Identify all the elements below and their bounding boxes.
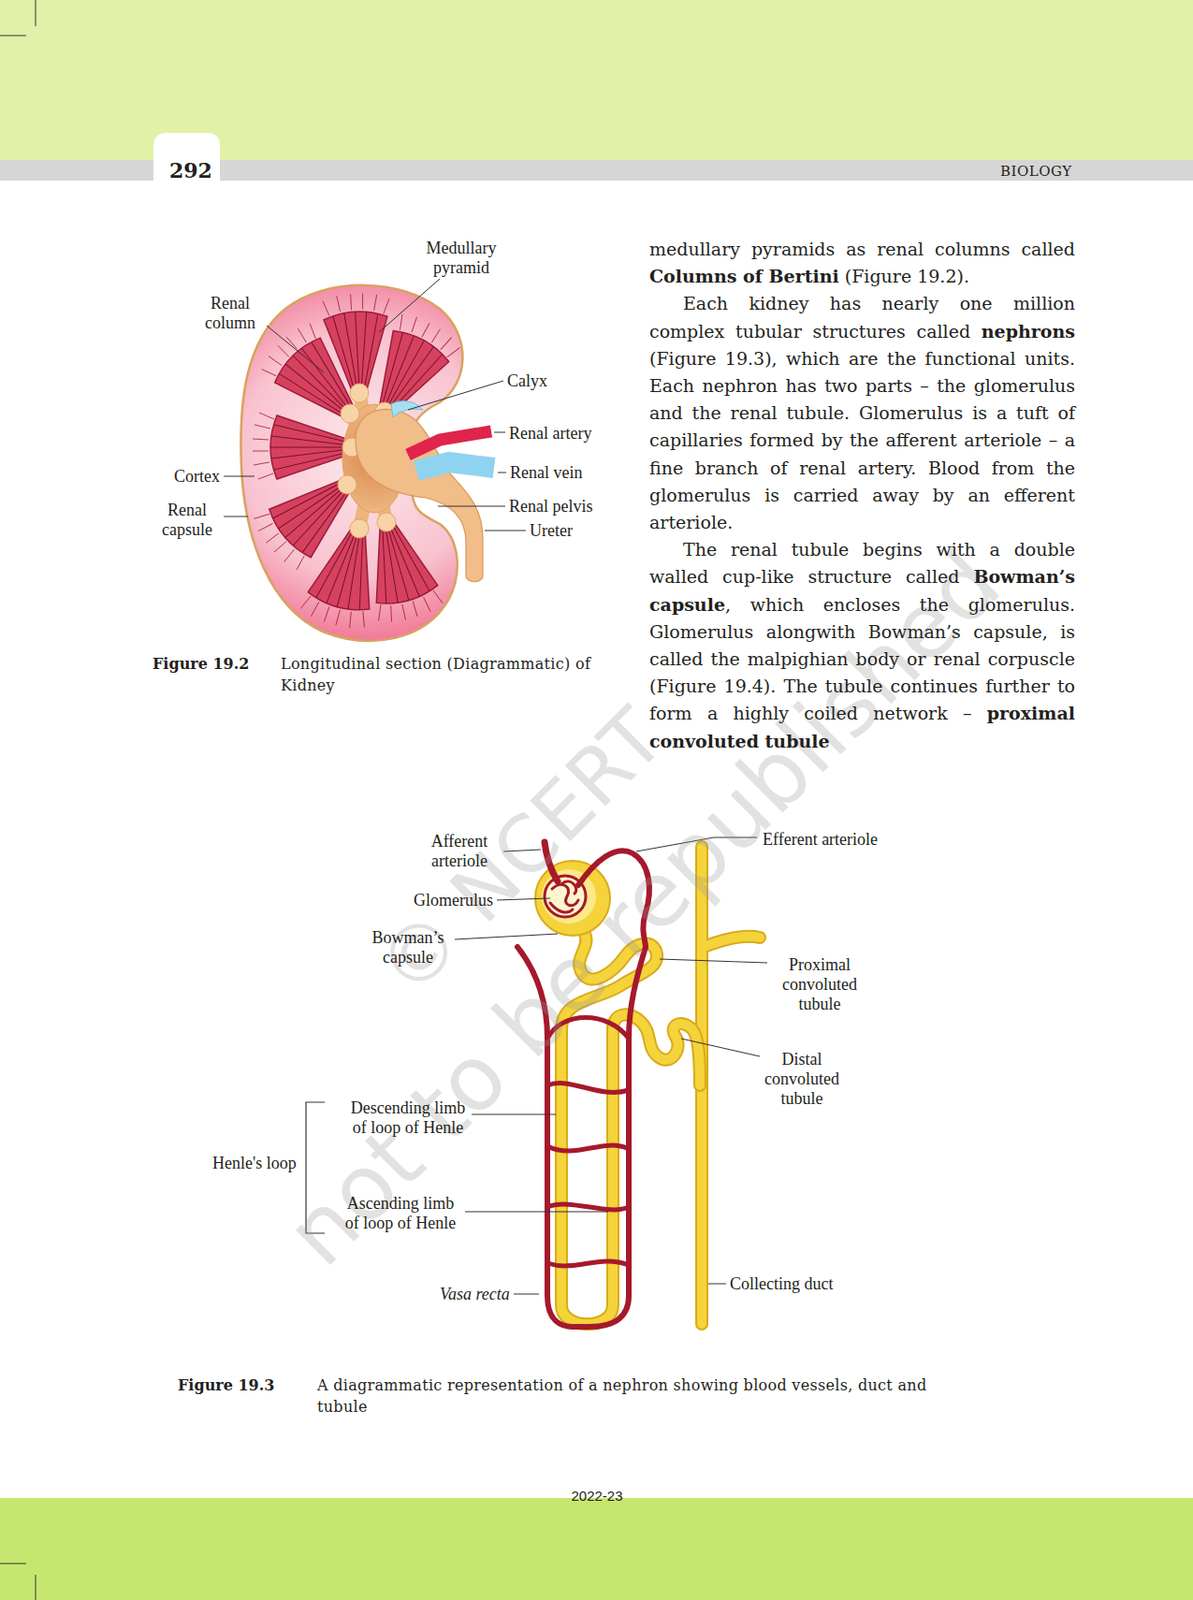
- watermark: not to be republished: [271, 536, 1016, 1281]
- kidney-illustration-part: [252, 412, 352, 480]
- part-label: Cortex: [174, 466, 220, 487]
- leader-lines-part: [407, 380, 504, 410]
- group-label: Henle's loop: [212, 1153, 297, 1174]
- leader-lines-part: [484, 530, 526, 532]
- part-label: Ascending limb of loop of Henle: [340, 1193, 461, 1234]
- part-label: Calyx: [507, 371, 548, 392]
- part-label: Vasa recta: [439, 1284, 510, 1305]
- body-paragraph: The renal tubule begins with a double wa…: [649, 536, 1076, 756]
- leader-lines-part: [494, 432, 506, 434]
- part-label: Bowman’s capsule: [363, 928, 453, 968]
- bold-term: nephrons: [981, 320, 1076, 342]
- figure-number: Figure 19.2: [152, 653, 249, 675]
- part-label: Renal pelvis: [509, 496, 593, 517]
- kidney-illustration-part-part: [340, 404, 360, 423]
- crop-marks: [0, 0, 36, 1600]
- leader-lines-part: [378, 278, 440, 333]
- leader-lines-part: [266, 325, 324, 373]
- kidney-illustration-part-part: [349, 383, 369, 403]
- kidney-illustration-part: [391, 401, 423, 418]
- kidney-illustration-part: [416, 462, 495, 471]
- body-text: (Figure 19.2).: [844, 265, 970, 287]
- kidney-illustration-part: [298, 519, 390, 633]
- part-label: Ureter: [529, 521, 573, 541]
- body-paragraph: Each kidney has nearly one million compl…: [649, 290, 1076, 537]
- part-label: Renal column: [196, 293, 264, 334]
- leader-lines-part: [223, 516, 248, 518]
- part-label: Renal capsule: [153, 500, 221, 540]
- body-paragraph: medullary pyramids as renal columns call…: [649, 235, 1076, 291]
- kidney-illustration: [240, 285, 495, 641]
- part-label: Glomerulus: [413, 890, 494, 911]
- kidney-illustration-part-part: [337, 475, 357, 495]
- leader-lines-part: [465, 1211, 609, 1213]
- part-label: Descending limb of loop of Henle: [348, 1098, 468, 1138]
- page-bands-part: [153, 132, 220, 181]
- page-number: 292: [169, 160, 213, 181]
- figure-caption: Longitudinal section (Diagrammatic) of K…: [280, 653, 620, 697]
- part-label: Renal artery: [509, 423, 592, 444]
- leader-lines-part: [223, 476, 255, 478]
- running-header: BIOLOGY: [1000, 161, 1073, 182]
- leader-lines-part: [437, 506, 506, 508]
- part-label: Efferent arteriole: [762, 829, 878, 850]
- crop-marks-part: [0, 0, 36, 1600]
- part-label: Collecting duct: [729, 1274, 833, 1295]
- part-label: Renal vein: [509, 463, 582, 483]
- part-label: Proximal convoluted tubule: [775, 955, 865, 1015]
- leader-lines-part: [681, 1038, 760, 1057]
- figure-caption: A diagrammatic representation of a nephr…: [317, 1374, 955, 1418]
- part-label: Distal convoluted tubule: [757, 1049, 847, 1109]
- kidney-illustration-part: [407, 431, 492, 455]
- kidney-illustration-part-part: [349, 519, 369, 539]
- bold-term: Columns of Bertini: [649, 265, 840, 287]
- leader-lines-part: [659, 959, 768, 963]
- leader-lines-part: [708, 1283, 727, 1285]
- part-label: Medullary pyramid: [414, 238, 509, 278]
- figure-number: Figure 19.3: [177, 1374, 275, 1397]
- page-bands-part: [0, 160, 1193, 181]
- page-bands-part: [0, 1498, 1193, 1600]
- body-text: medullary pyramids as renal columns call…: [649, 238, 1076, 260]
- part-label: Afferent arteriole: [417, 831, 502, 872]
- kidney-illustration-part-part: [377, 512, 396, 532]
- footer-year: 2022-23: [571, 1485, 624, 1506]
- leader-lines-part: [513, 1294, 539, 1295]
- nephron-illustration-part-part: [701, 846, 760, 1324]
- nephron-illustration-part-part: [550, 881, 579, 913]
- body-text: (Figure 19.3), which are the functional …: [649, 348, 1076, 533]
- nephron-illustration-part-part: [701, 846, 760, 1324]
- leader-lines-part: [497, 472, 507, 474]
- body-text-column: medullary pyramids as renal columns call…: [649, 235, 1076, 756]
